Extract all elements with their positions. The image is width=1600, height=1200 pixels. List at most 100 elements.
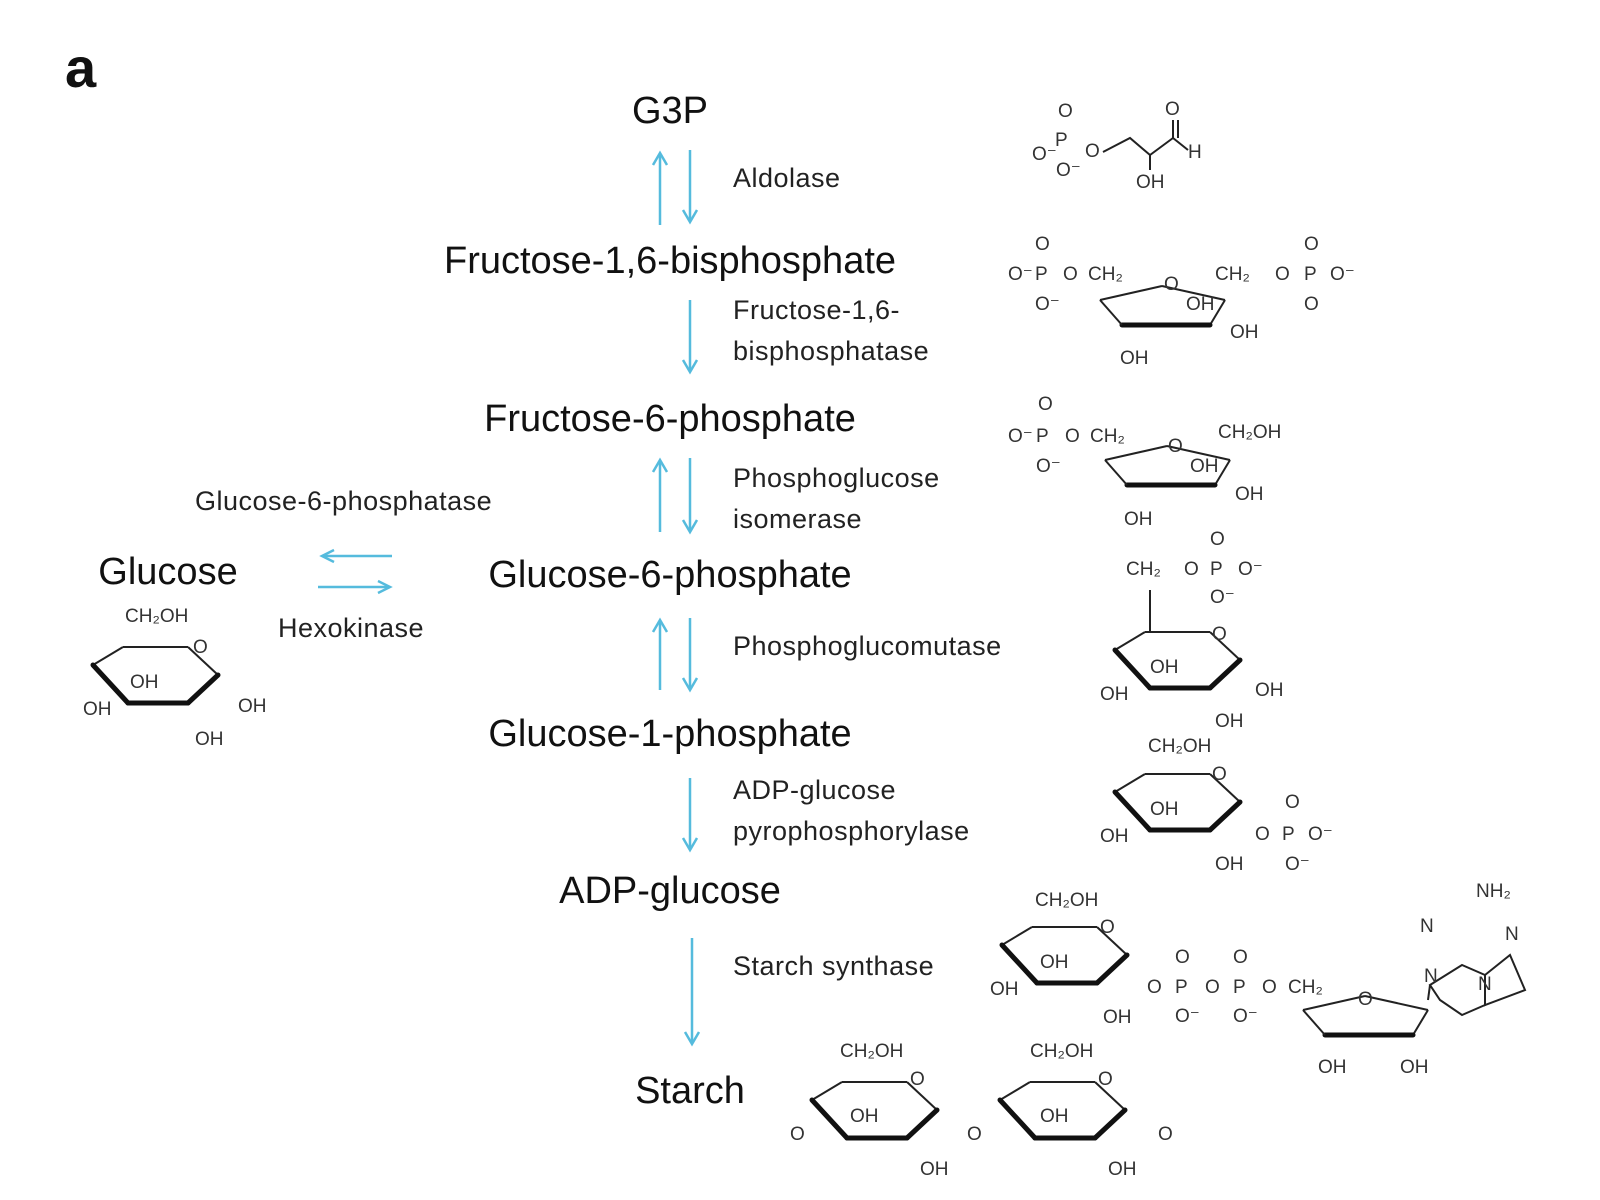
atom-label: O: [1164, 274, 1179, 295]
arrow-pgi-reversible: [651, 457, 699, 535]
glucose-structure: CH₂OH O OH OH OH OH: [83, 606, 267, 750]
compound-fbp: Fructose-1,6-bisphosphate: [443, 240, 897, 282]
atom-label: CH₂: [1288, 977, 1323, 998]
enzyme-fbpase-line1: Fructose-1,6-: [733, 295, 901, 325]
atom-label: P: [1035, 264, 1048, 285]
atom-label: OH: [990, 979, 1019, 1000]
atom-label: N: [1478, 974, 1492, 995]
atom-label: O: [1304, 294, 1319, 315]
atom-label: OH: [1040, 1106, 1069, 1127]
compound-g6p: Glucose-6-phosphate: [488, 554, 852, 596]
atom-label: OH: [1108, 1159, 1137, 1180]
enzyme-pgm: Phosphoglucomutase: [733, 631, 1002, 661]
atom-label: O: [910, 1069, 925, 1090]
atom-label: O⁻: [1238, 559, 1263, 580]
atom-label: O⁻: [1210, 587, 1235, 608]
enzyme-pgi-line2: isomerase: [733, 504, 863, 534]
atom-label: P: [1233, 977, 1246, 998]
atom-label: O: [1285, 792, 1300, 813]
atom-label: O⁻: [1285, 854, 1310, 875]
atom-label: NH₂: [1476, 881, 1511, 902]
atom-label: CH₂OH: [1218, 422, 1281, 443]
arrow-aldolase-reversible: [651, 150, 699, 225]
atom-label: O: [1038, 394, 1053, 415]
atom-label: OH: [195, 729, 224, 750]
atom-label: OH: [1215, 711, 1244, 732]
atom-label: O: [1165, 99, 1180, 120]
atom-label: O: [1262, 977, 1277, 998]
compound-f6p: Fructose-6-phosphate: [484, 398, 856, 440]
starch-structure: CH₂OH O OH OH O O CH₂OH O OH OH O: [790, 1041, 1173, 1180]
atom-label: OH: [1100, 826, 1129, 847]
atom-label: OH: [1400, 1057, 1429, 1078]
atom-label: O⁻: [1008, 426, 1033, 447]
panel-label: a: [65, 36, 97, 99]
arrow-agpase: [681, 778, 699, 853]
atom-label: OH: [1103, 1007, 1132, 1028]
atom-label: CH₂OH: [1148, 736, 1211, 757]
atom-label: O⁻: [1008, 264, 1033, 285]
atom-label: O⁻: [1056, 160, 1081, 181]
atom-label: CH₂: [1088, 264, 1123, 285]
atom-label: N: [1505, 924, 1519, 945]
atom-label: O⁻: [1233, 1006, 1258, 1027]
atom-label: OH: [238, 696, 267, 717]
atom-label: CH₂OH: [1035, 890, 1098, 911]
atom-label: P: [1210, 559, 1223, 580]
arrow-starch-synthase: [683, 938, 701, 1047]
enzyme-fbpase-line2: bisphosphatase: [733, 336, 930, 366]
atom-label: OH: [1124, 509, 1153, 530]
atom-label: OH: [1230, 322, 1259, 343]
atom-label: OH: [1186, 294, 1215, 315]
atom-label: OH: [850, 1106, 879, 1127]
enzyme-aldolase: Aldolase: [733, 163, 841, 193]
atom-label: OH: [83, 699, 112, 720]
adp-glucose-structure: CH₂OH O OH OH OH O P O O⁻ O P O O⁻ O CH₂…: [990, 881, 1527, 1078]
atom-label: OH: [130, 672, 159, 693]
atom-label: P: [1304, 264, 1317, 285]
atom-label: O: [1358, 989, 1373, 1010]
atom-label: CH₂: [1126, 559, 1161, 580]
fbp-structure: O O⁻ P O⁻ O CH₂ O OH OH OH CH₂ O P O O⁻ …: [1008, 234, 1355, 369]
enzyme-pgi-line1: Phosphoglucose: [733, 463, 940, 493]
atom-label: O: [1210, 529, 1225, 550]
atom-label: O⁻: [1036, 456, 1061, 477]
atom-label: OH: [1215, 854, 1244, 875]
compound-glucose: Glucose: [98, 551, 238, 593]
atom-label: O: [1158, 1124, 1173, 1145]
atom-label: N: [1420, 916, 1434, 937]
g6p-structure: CH₂ O P O O⁻ O⁻ O OH OH OH OH: [1100, 529, 1284, 732]
atom-label: P: [1282, 824, 1295, 845]
atom-label: O: [1275, 264, 1290, 285]
atom-label: P: [1055, 130, 1068, 151]
f6p-structure: O O⁻ P O⁻ O CH₂ O OH OH OH CH₂OH: [1008, 394, 1281, 530]
atom-label: H: [1188, 142, 1202, 163]
atom-label: O: [1065, 426, 1080, 447]
atom-label: O⁻: [1032, 144, 1057, 165]
compound-starch: Starch: [635, 1070, 745, 1112]
atom-label: O: [1063, 264, 1078, 285]
enzyme-starch-synthase: Starch synthase: [733, 951, 935, 981]
atom-label: OH: [1040, 952, 1069, 973]
atom-label: OH: [1190, 456, 1219, 477]
atom-label: O: [1304, 234, 1319, 255]
atom-label: O⁻: [1175, 1006, 1200, 1027]
arrow-hexokinase-g6pase: [318, 548, 393, 595]
atom-label: OH: [1136, 172, 1165, 193]
atom-label: P: [1175, 977, 1188, 998]
atom-label: CH₂OH: [125, 606, 188, 627]
atom-label: CH₂OH: [1030, 1041, 1093, 1062]
compound-g1p: Glucose-1-phosphate: [488, 713, 852, 755]
g1p-structure: CH₂OH O OH OH OH O P O O⁻ O⁻: [1100, 736, 1333, 875]
atom-label: OH: [1150, 799, 1179, 820]
atom-label: CH₂OH: [840, 1041, 903, 1062]
atom-label: CH₂: [1090, 426, 1125, 447]
atom-label: CH₂: [1215, 264, 1250, 285]
atom-label: O⁻: [1308, 824, 1333, 845]
atom-label: O: [1212, 624, 1227, 645]
atom-label: O: [193, 637, 208, 658]
atom-label: OH: [1100, 684, 1129, 705]
g3p-structure: O O⁻ P O⁻ O O H OH: [1032, 99, 1202, 193]
